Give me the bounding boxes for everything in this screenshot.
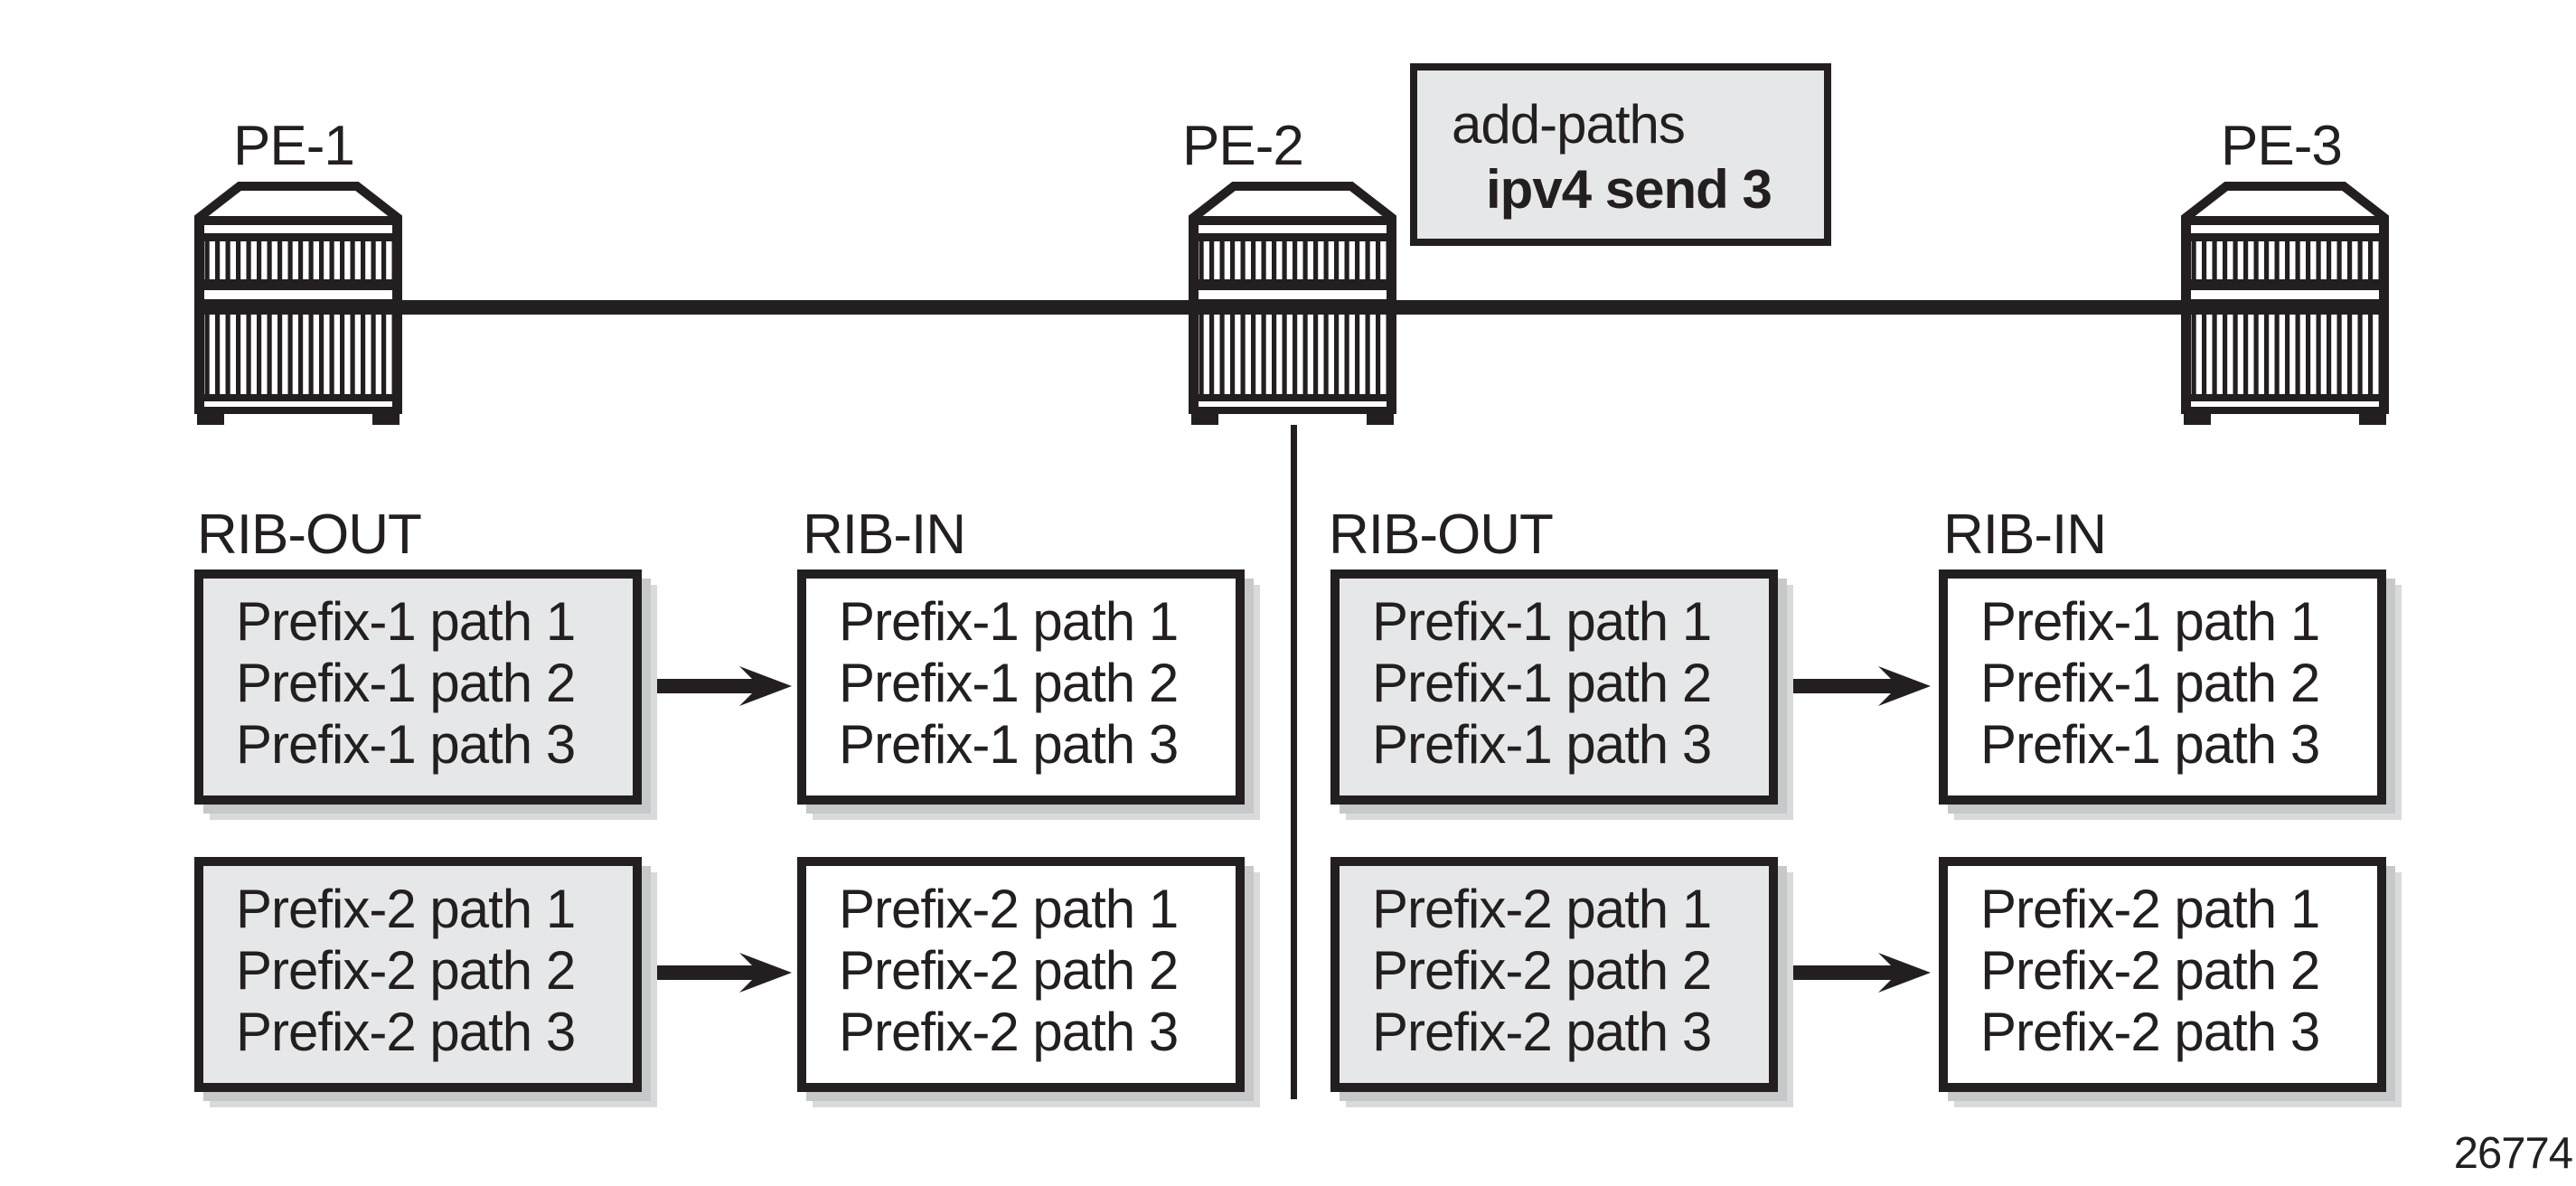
arrow-icon-right-row1 [1784,666,1931,706]
rib-in-box-right-row2: Prefix-2 path 1 Prefix-2 path 2 Prefix-2… [1939,857,2386,1092]
arrow-icon-left-row1 [645,666,792,706]
prefix-line: Prefix-2 path 3 [236,1002,576,1062]
prefix-line: Prefix-1 path 3 [839,714,1179,775]
prefix-line: Prefix-1 path 3 [1980,714,2320,775]
figure-number: 26774 [2453,1129,2573,1178]
prefix-line: Prefix-1 path 1 [236,591,576,652]
config-note-line2: ipv4 send 3 [1486,159,1772,220]
prefix-line: Prefix-2 path 1 [1372,879,1712,939]
divider-line [1291,425,1297,1099]
rib-in-box-left-row1: Prefix-1 path 1 Prefix-1 path 2 Prefix-1… [797,569,1245,805]
rib-out-label-right: RIB-OUT [1329,504,1554,566]
router-icon-pe2 [1189,186,1396,425]
rib-in-box-left-row2: Prefix-2 path 1 Prefix-2 path 2 Prefix-2… [797,857,1245,1092]
arrow-icon-right-row2 [1784,953,1931,993]
prefix-line: Prefix-1 path 2 [236,653,576,713]
prefix-line: Prefix-2 path 3 [1980,1002,2320,1062]
prefix-line: Prefix-1 path 1 [1980,591,2320,652]
prefix-line: Prefix-2 path 1 [1980,879,2320,939]
router-icon-pe3 [2181,186,2389,425]
router-label-pe3: PE-3 [2221,115,2343,177]
rib-out-box-right-row1: Prefix-1 path 1 Prefix-1 path 2 Prefix-1… [1330,569,1778,805]
prefix-line: Prefix-2 path 3 [839,1002,1179,1062]
prefix-line: Prefix-1 path 1 [839,591,1179,652]
rib-out-box-left-row2: Prefix-2 path 1 Prefix-2 path 2 Prefix-2… [194,857,642,1092]
prefix-line: Prefix-2 path 2 [236,940,576,1001]
prefix-line: Prefix-1 path 3 [1372,714,1712,775]
rib-in-label-left: RIB-IN [803,504,966,566]
prefix-line: Prefix-1 path 2 [1980,653,2320,713]
rib-out-box-right-row2: Prefix-2 path 1 Prefix-2 path 2 Prefix-2… [1330,857,1778,1092]
arrow-icon-left-row2 [645,953,792,993]
prefix-line: Prefix-2 path 1 [236,879,576,939]
rib-in-box-right-row1: Prefix-1 path 1 Prefix-1 path 2 Prefix-1… [1939,569,2386,805]
router-label-pe1: PE-1 [233,115,355,177]
prefix-line: Prefix-1 path 3 [236,714,576,775]
config-note: add-paths ipv4 send 3 [1410,63,1831,246]
prefix-line: Prefix-2 path 1 [839,879,1179,939]
prefix-line: Prefix-2 path 2 [1980,940,2320,1001]
prefix-line: Prefix-2 path 2 [1372,940,1712,1001]
rib-out-label-left: RIB-OUT [197,504,422,566]
config-note-line1: add-paths [1452,94,1686,155]
router-icon-pe1 [194,186,402,425]
rib-out-box-left-row1: Prefix-1 path 1 Prefix-1 path 2 Prefix-1… [194,569,642,805]
rib-in-label-right: RIB-IN [1943,504,2107,566]
prefix-line: Prefix-1 path 1 [1372,591,1712,652]
prefix-line: Prefix-1 path 2 [839,653,1179,713]
prefix-line: Prefix-2 path 3 [1372,1002,1712,1062]
prefix-line: Prefix-2 path 2 [839,940,1179,1001]
router-label-pe2: PE-2 [1182,115,1304,177]
prefix-line: Prefix-1 path 2 [1372,653,1712,713]
